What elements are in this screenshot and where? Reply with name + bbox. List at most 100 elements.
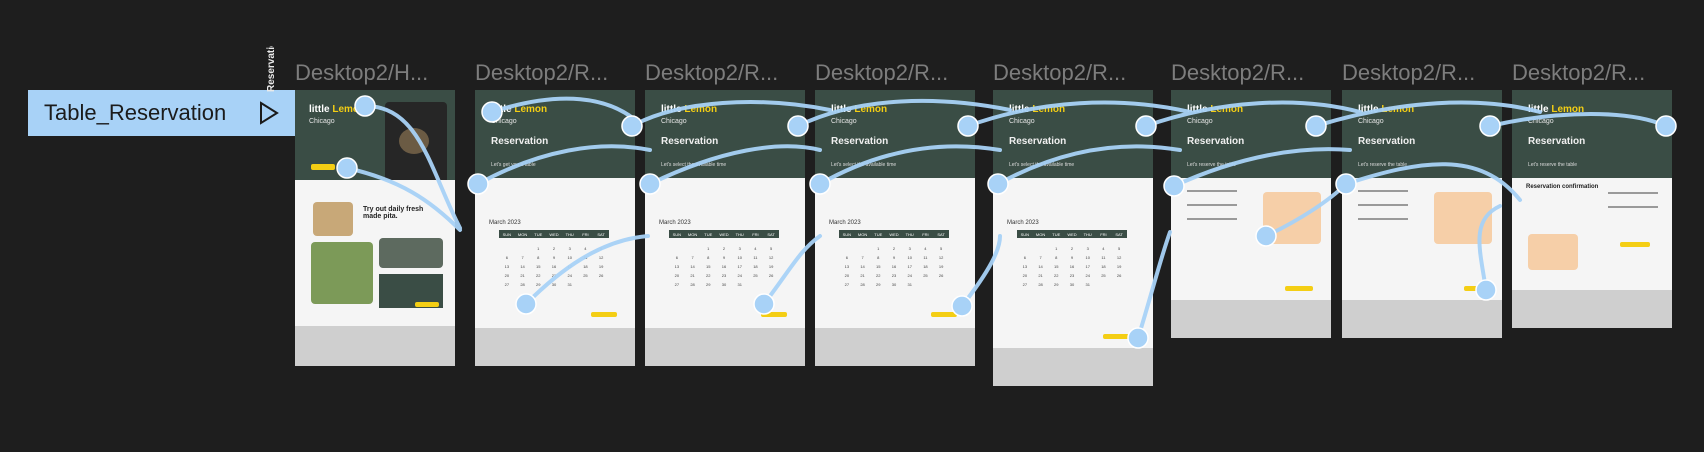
calendar-day[interactable]: 2 (552, 246, 556, 251)
calendar-day[interactable]: 3 (908, 246, 911, 251)
calendar-day[interactable]: 12 (1116, 255, 1122, 260)
calendar-day[interactable]: 4 (754, 246, 757, 251)
calendar-day[interactable]: 16 (1069, 264, 1075, 269)
reserve-button[interactable] (1464, 286, 1486, 291)
calendar-day[interactable]: 7 (861, 255, 864, 260)
calendar-day[interactable]: 14 (520, 264, 525, 269)
calendar-day[interactable]: 6 (505, 255, 508, 260)
calendar-day[interactable]: 3 (1086, 246, 1089, 251)
calendar-day[interactable]: 10 (737, 255, 742, 260)
calendar-day[interactable]: 24 (907, 273, 912, 278)
calendar-day[interactable]: 13 (674, 264, 680, 269)
calendar-day[interactable]: 11 (753, 255, 758, 260)
form-field[interactable] (1187, 190, 1237, 192)
signup-button[interactable] (1620, 242, 1650, 247)
calendar-day[interactable]: 22 (1054, 273, 1059, 278)
frame-title-0[interactable]: Desktop2/H... (295, 60, 429, 85)
calendar-day[interactable]: 14 (860, 264, 865, 269)
frame-title-1[interactable]: Desktop2/R... (475, 60, 609, 85)
calendar-day[interactable]: 25 (583, 273, 588, 278)
frame-home[interactable]: little Lemon Chicago Try out daily fresh… (295, 90, 455, 366)
calendar-day[interactable]: 26 (1116, 273, 1122, 278)
calendar-day[interactable]: 7 (1039, 255, 1042, 260)
form-field[interactable] (1608, 192, 1658, 194)
calendar-day[interactable]: 20 (1022, 273, 1028, 278)
calendar-day[interactable]: 5 (770, 246, 773, 251)
form-field[interactable] (1608, 206, 1658, 208)
calendar-day[interactable]: 14 (1038, 264, 1043, 269)
calendar-day[interactable]: 31 (737, 282, 742, 287)
calendar-day[interactable]: 23 (721, 273, 727, 278)
form-field[interactable] (1187, 218, 1237, 220)
calendar-day[interactable]: 22 (536, 273, 541, 278)
calendar-day[interactable]: 19 (938, 264, 944, 269)
calendar-day[interactable]: 6 (1023, 255, 1026, 260)
calendar-day[interactable]: 18 (753, 264, 758, 269)
frame-title-4[interactable]: Desktop2/R... (993, 60, 1127, 85)
calendar-day[interactable]: 24 (1085, 273, 1090, 278)
calendar-day[interactable]: 30 (551, 282, 557, 287)
calendar-day[interactable]: 28 (860, 282, 865, 287)
next-button[interactable] (761, 312, 787, 317)
calendar-day[interactable]: 26 (598, 273, 604, 278)
calendar-day[interactable]: 13 (1022, 264, 1028, 269)
frame-reservation-1[interactable]: little Lemon Chicago Reservation Let's g… (475, 90, 635, 366)
frame-reservation-2[interactable]: little Lemon Chicago Reservation Let's s… (645, 90, 805, 366)
calendar-day[interactable]: 30 (1069, 282, 1075, 287)
calendar-day[interactable]: 7 (521, 255, 524, 260)
frame-reservation-4[interactable]: little Lemon Chicago Reservation Let's s… (993, 90, 1153, 386)
calendar-day[interactable]: 15 (706, 264, 711, 269)
frame-title-2[interactable]: Desktop2/R... (645, 60, 779, 85)
calendar-day[interactable]: 1 (877, 246, 880, 251)
calendar-day[interactable]: 24 (737, 273, 742, 278)
calendar-day[interactable]: 15 (536, 264, 541, 269)
reserve-button[interactable] (311, 164, 335, 170)
calendar-day[interactable]: 6 (845, 255, 848, 260)
calendar-day[interactable]: 31 (907, 282, 912, 287)
calendar-day[interactable]: 26 (768, 273, 774, 278)
calendar-day[interactable]: 29 (876, 282, 881, 287)
calendar-day[interactable]: 25 (753, 273, 758, 278)
calendar-day[interactable]: 9 (892, 255, 896, 260)
calendar-day[interactable]: 4 (1102, 246, 1105, 251)
calendar-day[interactable]: 23 (891, 273, 897, 278)
calendar-day[interactable]: 15 (1054, 264, 1059, 269)
calendar-day[interactable]: 1 (707, 246, 710, 251)
calendar-day[interactable]: 25 (1101, 273, 1106, 278)
calendar-day[interactable]: 12 (598, 255, 604, 260)
calendar-day[interactable]: 26 (938, 273, 944, 278)
calendar-day[interactable]: 30 (891, 282, 897, 287)
calendar-day[interactable]: 20 (674, 273, 680, 278)
calendar-day[interactable]: 4 (584, 246, 587, 251)
calendar-day[interactable]: 17 (567, 264, 572, 269)
calendar-day[interactable]: 10 (1085, 255, 1090, 260)
frame-title-3[interactable]: Desktop2/R... (815, 60, 949, 85)
calendar-day[interactable]: 22 (706, 273, 711, 278)
calendar-day[interactable]: 29 (536, 282, 541, 287)
calendar-day[interactable]: 22 (876, 273, 881, 278)
calendar-day[interactable]: 16 (551, 264, 557, 269)
calendar-day[interactable]: 24 (567, 273, 572, 278)
calendar-day[interactable]: 7 (691, 255, 694, 260)
promo-button[interactable] (415, 302, 439, 307)
calendar-day[interactable]: 19 (1116, 264, 1122, 269)
calendar-day[interactable]: 8 (1055, 255, 1058, 260)
calendar-day[interactable]: 2 (722, 246, 726, 251)
frame-reservation-5[interactable]: little Lemon Chicago Reservation Let's r… (1171, 90, 1331, 338)
calendar-day[interactable]: 10 (907, 255, 912, 260)
calendar-day[interactable]: 8 (877, 255, 880, 260)
calendar-day[interactable]: 27 (1022, 282, 1028, 287)
calendar-day[interactable]: 9 (722, 255, 726, 260)
calendar-day[interactable]: 12 (768, 255, 774, 260)
form-field[interactable] (1187, 204, 1237, 206)
calendar-day[interactable]: 20 (504, 273, 510, 278)
calendar-day[interactable]: 1 (1055, 246, 1058, 251)
form-field[interactable] (1358, 218, 1408, 220)
frame-title-7[interactable]: Desktop2/R... (1512, 60, 1646, 85)
next-button[interactable] (931, 312, 957, 317)
calendar-day[interactable]: 11 (1101, 255, 1106, 260)
frame-reservation-confirm[interactable]: little Lemon Chicago Reservation Let's r… (1512, 90, 1672, 328)
